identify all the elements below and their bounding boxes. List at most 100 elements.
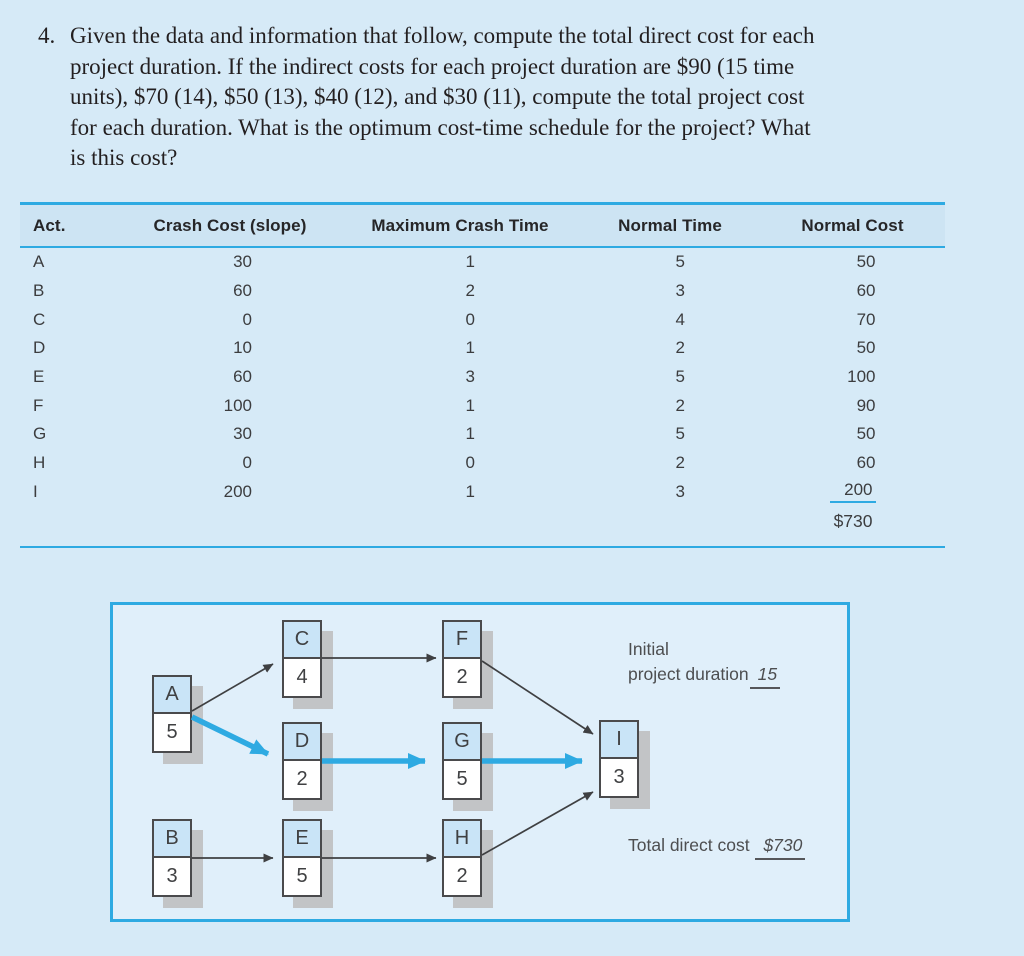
table-row: G 30 1 5 50 xyxy=(20,420,945,449)
total-cost-value: $730 xyxy=(755,833,806,860)
table-row: D 10 1 2 50 xyxy=(20,334,945,363)
cell-act: B xyxy=(33,281,45,301)
cell-max-crash-time: 2 xyxy=(465,281,475,301)
node-duration: 3 xyxy=(613,766,625,788)
cell-crash-cost: 30 xyxy=(233,252,252,272)
question-line: is this cost? xyxy=(70,145,178,171)
cell-normal-cost: 60 xyxy=(856,453,876,473)
cell-act: E xyxy=(33,367,45,387)
cell-normal-time: 2 xyxy=(675,395,685,415)
table-row: A 30 1 5 50 xyxy=(20,248,945,277)
cell-max-crash-time: 3 xyxy=(465,367,475,387)
question-line: project duration. If the indirect costs … xyxy=(70,53,795,79)
network-diagram-figure: A 5 C 4 F 2 D 2 G 5 I 3 B 3 E 5 xyxy=(110,602,850,922)
cell-normal-time: 5 xyxy=(675,424,685,444)
cell-act: C xyxy=(33,309,46,329)
cell-crash-cost: 60 xyxy=(233,281,252,301)
cell-crash-cost: 0 xyxy=(242,309,252,329)
node-duration: 2 xyxy=(456,666,468,688)
activity-node-B: B 3 xyxy=(152,819,192,897)
node-duration: 3 xyxy=(166,865,178,887)
cell-normal-cost: 100 xyxy=(847,367,876,387)
cell-normal-cost: 50 xyxy=(856,252,876,272)
total-direct-cost-value: $730 xyxy=(833,510,873,531)
table-bottom-rule xyxy=(20,546,945,549)
table-row: C 0 0 4 70 xyxy=(20,305,945,334)
cell-act: A xyxy=(33,252,45,272)
table-row: B 60 2 3 60 xyxy=(20,277,945,306)
cell-normal-time: 4 xyxy=(675,309,685,329)
cell-normal-time: 3 xyxy=(675,281,685,301)
total-cost-label: Total direct cost xyxy=(628,835,750,855)
activity-node-G: G 5 xyxy=(442,722,482,800)
cell-normal-cost: 50 xyxy=(856,424,876,444)
cell-max-crash-time: 1 xyxy=(465,395,475,415)
node-duration: 4 xyxy=(296,666,308,688)
table-total-row: $730 xyxy=(20,506,945,536)
cell-normal-time: 2 xyxy=(675,453,685,473)
cell-normal-time: 3 xyxy=(675,481,685,501)
cell-act: F xyxy=(33,395,44,415)
table-header-row: Act. Crash Cost (slope) Maximum Crash Ti… xyxy=(20,205,945,246)
cell-normal-cost: 70 xyxy=(856,309,876,329)
node-duration: 5 xyxy=(166,721,178,743)
cell-act: H xyxy=(33,453,46,473)
edge-F-I xyxy=(481,660,594,735)
initial-note-line2: project duration xyxy=(628,664,749,684)
node-label: G xyxy=(444,724,480,761)
cell-act: I xyxy=(33,481,38,501)
cell-normal-time: 5 xyxy=(675,252,685,272)
cell-max-crash-time: 1 xyxy=(465,424,475,444)
question-line: units), $70 (14), $50 (13), $40 (12), an… xyxy=(70,84,805,110)
cell-crash-cost: 100 xyxy=(223,395,252,415)
activity-node-C: C 4 xyxy=(282,620,322,698)
node-duration: 5 xyxy=(296,865,308,887)
table-row: I 200 1 3 200 xyxy=(20,478,945,507)
cell-act: G xyxy=(33,424,47,444)
cell-max-crash-time: 1 xyxy=(465,481,475,501)
cell-max-crash-time: 0 xyxy=(465,309,475,329)
question-line: for each duration. What is the optimum c… xyxy=(70,114,811,140)
table-top-rule xyxy=(20,202,945,205)
cell-normal-cost-underlined: 200 xyxy=(829,480,876,504)
table-header-rule xyxy=(20,246,945,248)
node-label: A xyxy=(154,677,190,714)
header-crash-cost: Crash Cost (slope) xyxy=(153,215,307,235)
initial-note-line1: Initial xyxy=(628,639,669,659)
node-duration: 2 xyxy=(456,865,468,887)
node-label: H xyxy=(444,821,480,858)
header-normal-time: Normal Time xyxy=(618,215,722,235)
header-max-crash-time: Maximum Crash Time xyxy=(371,215,549,235)
edge-A-C xyxy=(191,663,274,712)
cell-normal-time: 2 xyxy=(675,338,685,358)
node-label: F xyxy=(444,622,480,659)
node-label: B xyxy=(154,821,190,858)
node-duration: 5 xyxy=(456,768,468,790)
question-number: 4. xyxy=(38,23,56,48)
cell-normal-cost: 60 xyxy=(856,281,876,301)
node-label: D xyxy=(284,724,320,761)
cell-normal-cost: 90 xyxy=(856,395,876,415)
initial-duration-value: 15 xyxy=(749,662,781,689)
activity-node-H: H 2 xyxy=(442,819,482,897)
activity-node-D: D 2 xyxy=(282,722,322,800)
cost-data-table: Act. Crash Cost (slope) Maximum Crash Ti… xyxy=(20,202,945,549)
header-act: Act. xyxy=(33,215,66,235)
table-row: H 0 0 2 60 xyxy=(20,449,945,478)
question-paragraph: 4. Given the data and information that fo… xyxy=(38,21,953,174)
cell-crash-cost: 60 xyxy=(233,367,252,387)
question-line: 4. Given the data and information that fo… xyxy=(38,21,953,52)
cell-normal-time: 5 xyxy=(675,367,685,387)
header-normal-cost: Normal Cost xyxy=(801,215,904,235)
cell-max-crash-time: 0 xyxy=(465,453,475,473)
edge-A-D-critical xyxy=(190,714,270,757)
cell-act: D xyxy=(33,338,46,358)
question-text: Given the data and information that foll… xyxy=(70,23,815,48)
activity-node-E: E 5 xyxy=(282,819,322,897)
edge-H-I xyxy=(481,791,594,856)
activity-node-I: I 3 xyxy=(599,720,639,798)
total-direct-cost-note: Total direct cost $730 xyxy=(628,833,806,860)
cell-normal-cost: 50 xyxy=(856,338,876,358)
node-label: C xyxy=(284,622,320,659)
node-duration: 2 xyxy=(296,768,308,790)
